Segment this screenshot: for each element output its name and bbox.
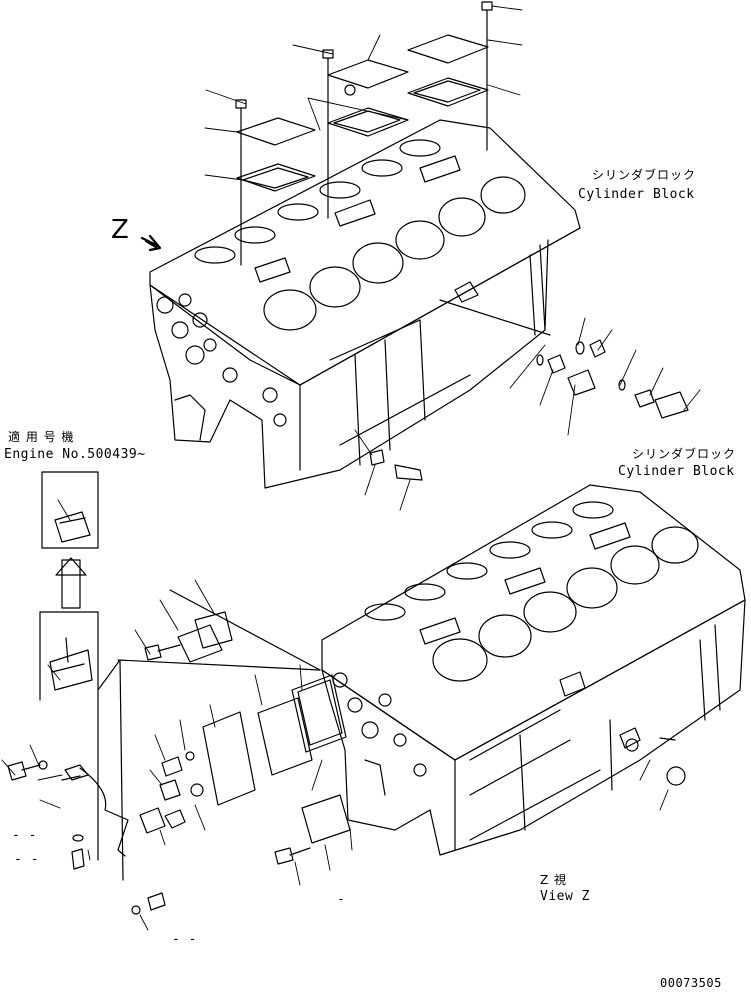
engine-number-label: Engine No.500439~ <box>4 447 146 462</box>
applicable-engine-jp-label: 適 用 号 機 <box>8 430 75 444</box>
cylinder-block-top-en-label: Cylinder Block <box>578 187 695 202</box>
top-bores <box>194 139 526 331</box>
view-z-jp-label: Z 視 <box>540 873 568 887</box>
cylinder-block-top-jp-label: シリンダブロック <box>592 168 697 182</box>
cylinder-block-bottom-jp-label: シリンダブロック <box>632 447 737 461</box>
bottom-bores <box>364 501 699 682</box>
dash-mark: - - <box>12 828 37 843</box>
dash-mark: - - <box>14 852 39 867</box>
cylinder-block-bottom-en-label: Cylinder Block <box>618 464 735 479</box>
view-arrow-letter: Z <box>111 215 130 245</box>
top-cylinder-block <box>149 119 581 489</box>
leaders-top <box>204 5 701 511</box>
bottom-cylinder-block <box>321 484 746 856</box>
view-z-en-label: View Z <box>540 889 590 904</box>
top-covers <box>235 1 493 266</box>
leaders-bottom <box>1 499 669 931</box>
bottom-left-parts <box>7 471 351 915</box>
dash-mark: - - <box>172 932 197 947</box>
top-right-fittings <box>369 339 689 481</box>
drawing-number: 00073505 <box>660 976 722 990</box>
dash-mark: - <box>337 892 346 907</box>
